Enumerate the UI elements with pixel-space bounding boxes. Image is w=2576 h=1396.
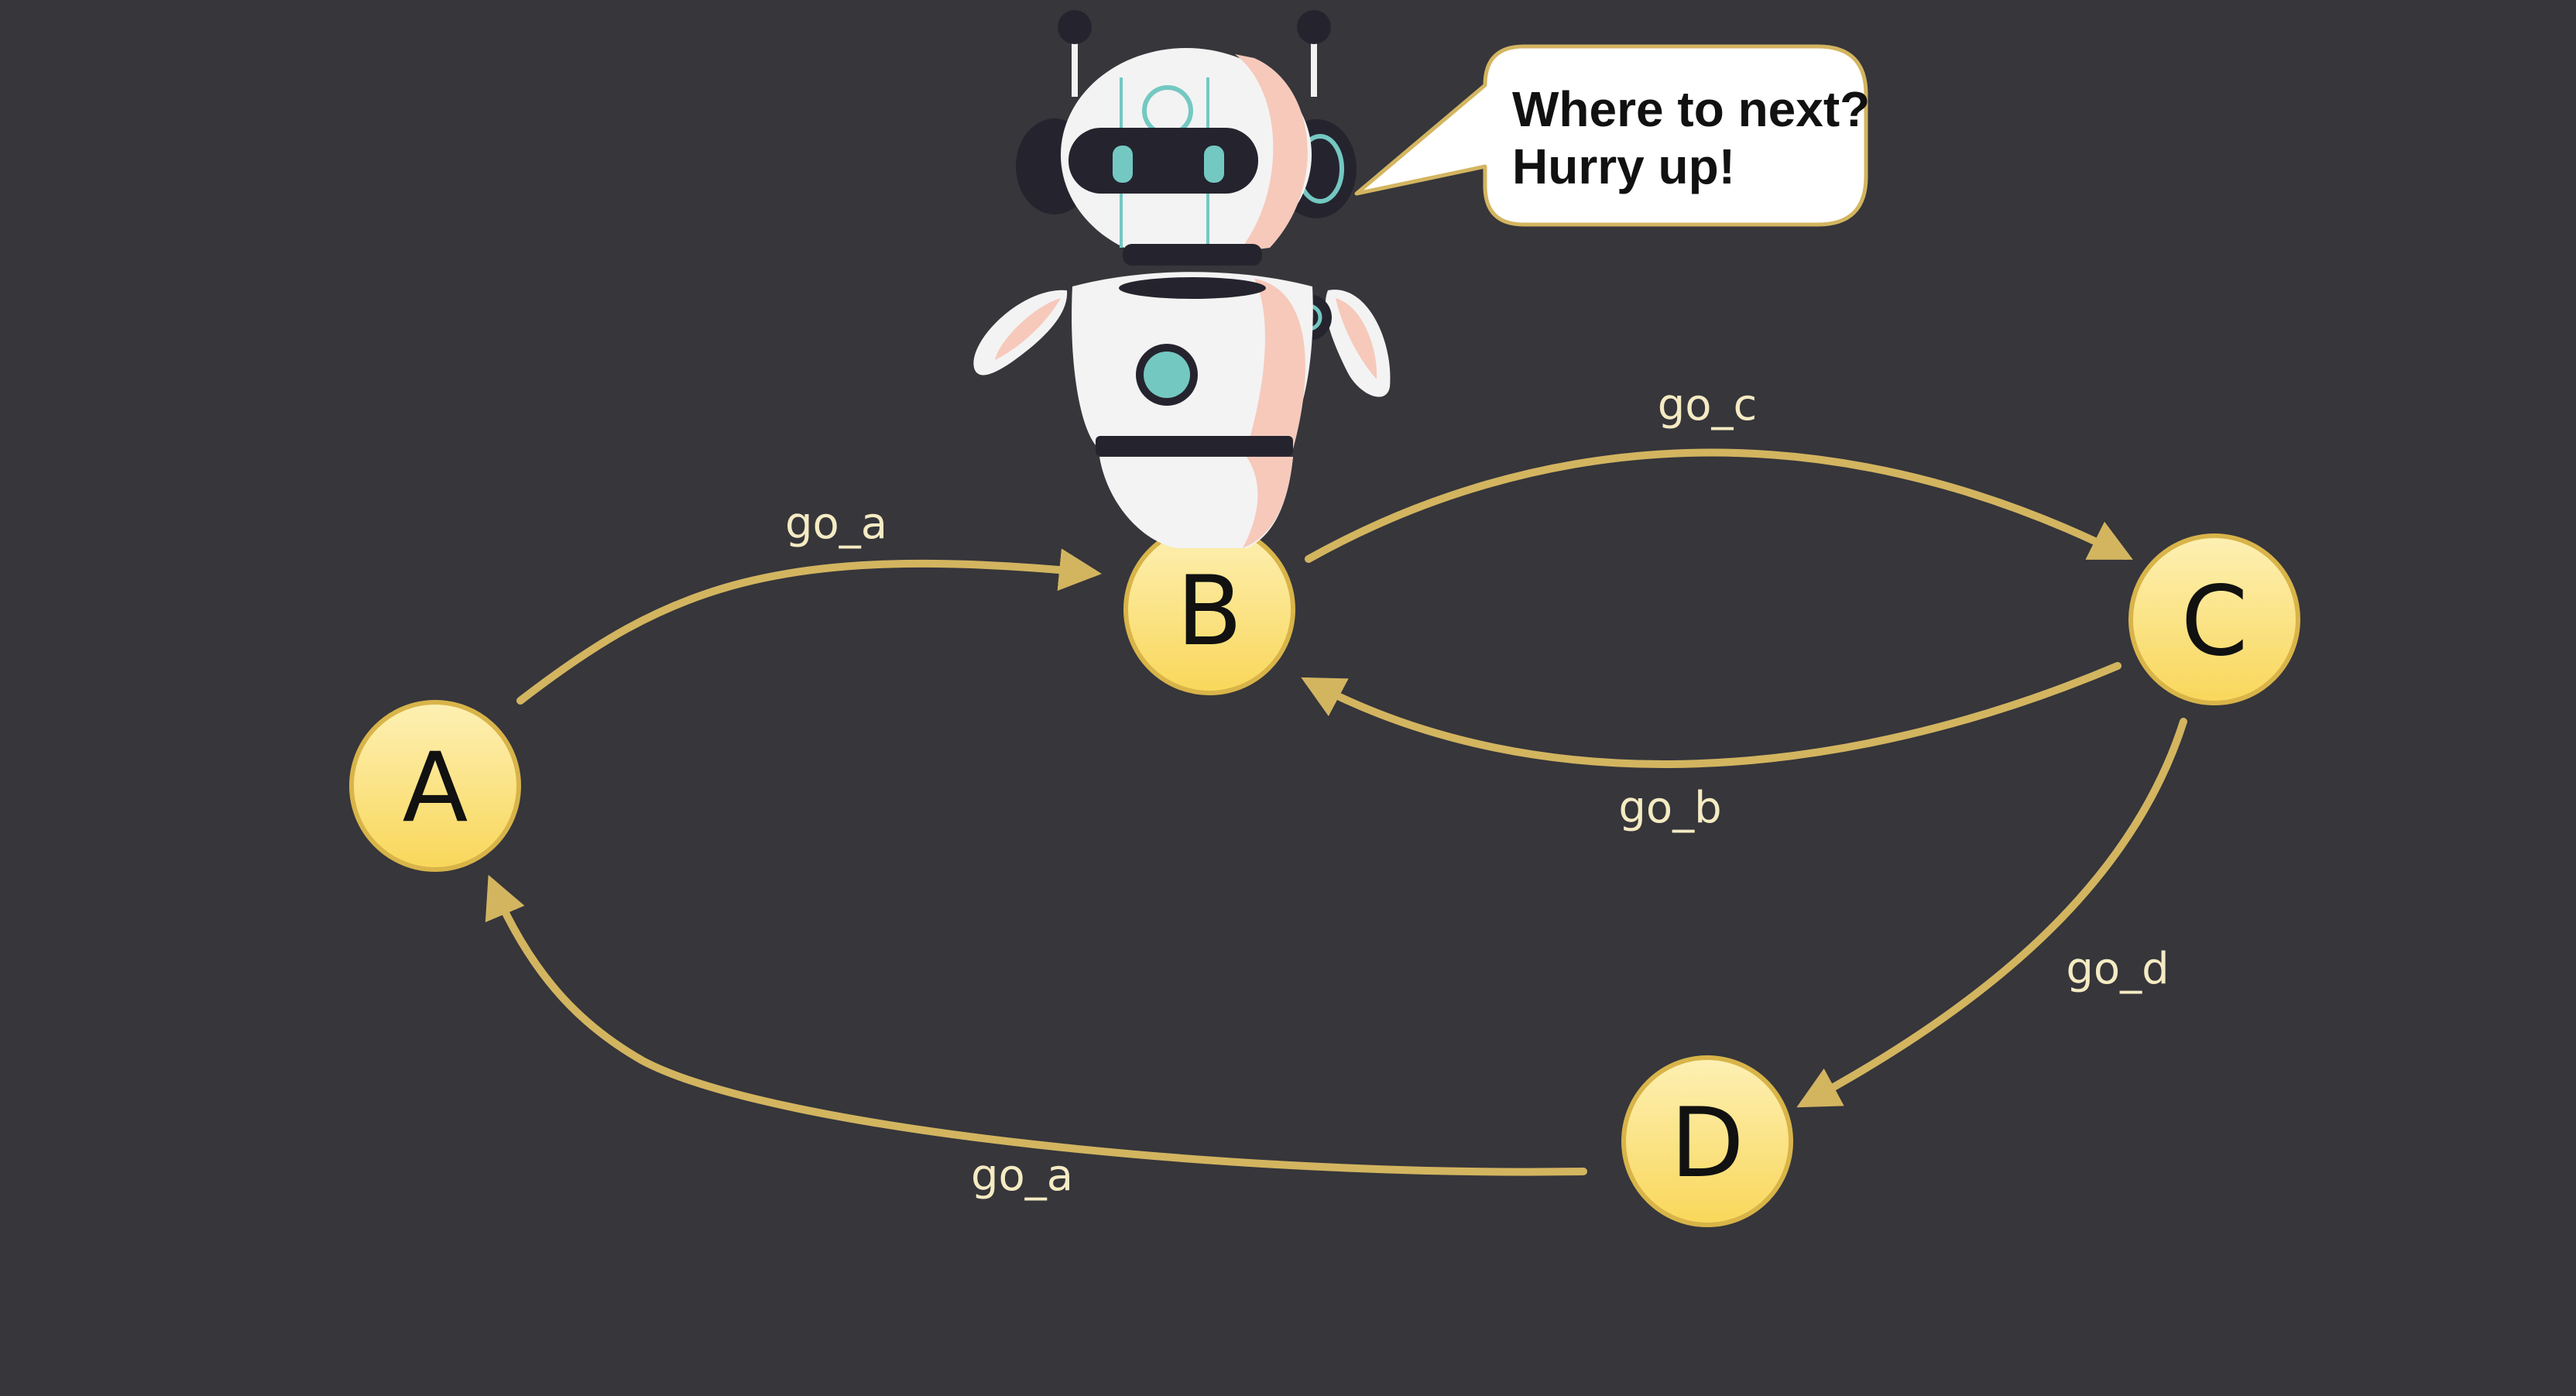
node-label-c: C [2181,566,2248,677]
node-label-a: A [403,732,468,844]
node-a: A [349,700,521,872]
edge-labels: go_a go_c go_b go_d go_a [785,380,2170,1201]
speech-bubble-line-2: Hurry up! [1512,139,1735,194]
edge-label-d-to-a: go_a [971,1151,1073,1201]
node-label-d: D [1670,1088,1744,1199]
node-label-b: B [1176,556,1242,667]
edge-label-b-to-c: go_c [1658,380,1758,430]
node-b: B [1123,523,1295,695]
edge-c-to-d [1796,718,2187,1108]
speech-bubble [1354,44,1868,227]
edge-label-a-to-b: go_a [785,499,887,549]
edge-label-c-to-b: go_b [1618,783,1721,833]
speech-bubble-line-1: Where to next? [1512,81,1870,137]
edge-a-to-b [516,548,1102,705]
node-d: D [1621,1055,1793,1227]
nodes: A B C D [349,523,2300,1227]
robot-icon: Where to next? Hurry up! [973,10,1870,548]
edge-d-to-a [485,874,1587,1176]
edge-b-to-c [1305,448,2133,563]
edge-c-to-b [1301,662,2122,768]
edge-label-c-to-d: go_d [2066,944,2169,994]
node-c: C [2128,533,2300,705]
edges [485,448,2187,1176]
